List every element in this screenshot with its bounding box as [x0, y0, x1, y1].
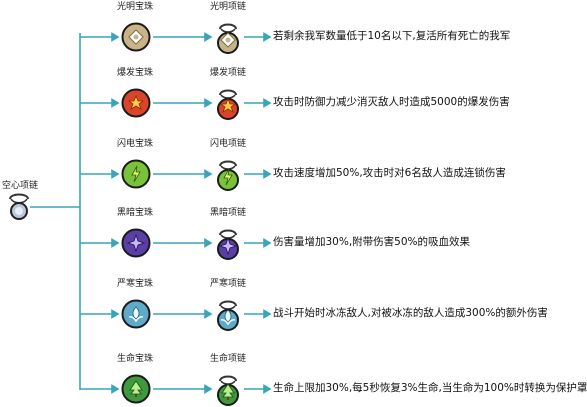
life-necklace-label: 生命项链 [209, 354, 246, 364]
life-effect-description: 生命上限加30%,每5秒恢复3%生命,当生命为100%时转换为保护罩 [273, 382, 587, 394]
life-gem-label: 生命宝珠 [116, 354, 153, 364]
arrow-to-lightning-desc [263, 169, 272, 179]
arrow-to-life-gem [111, 384, 120, 394]
light-gem-label: 光明宝珠 [116, 2, 153, 12]
arrow-to-life-desc [263, 384, 272, 394]
arrow-to-lightning-necklace [204, 169, 213, 179]
root-label: 空心项链 [2, 181, 39, 191]
lightning-effect-description: 攻击速度增加50%,攻击时对6名敌人造成连锁伤害 [273, 167, 506, 179]
empty-necklace-icon [9, 193, 29, 220]
arrow-to-frost-necklace [204, 309, 213, 319]
burst-necklace-icon [217, 89, 239, 120]
arrow-to-light-gem [111, 32, 120, 42]
arrow-to-light-necklace [204, 32, 213, 42]
frost-gem-label: 严寒宝珠 [116, 279, 153, 289]
lightning-necklace-icon [217, 160, 239, 191]
arrow-to-burst-desc [263, 98, 272, 108]
dark-gem-label: 黑暗宝珠 [116, 208, 153, 218]
burst-gem-label: 爆发宝珠 [116, 68, 153, 78]
dark-necklace-label: 黑暗项链 [209, 208, 246, 218]
arrow-to-dark-necklace [204, 238, 213, 248]
arrow-to-frost-gem [111, 309, 120, 319]
light-necklace-icon [217, 23, 239, 54]
frost-necklace-label: 严寒项链 [209, 279, 246, 289]
arrow-to-dark-gem [111, 238, 120, 248]
arrow-to-frost-desc [263, 309, 272, 319]
arrow-to-burst-gem [111, 98, 120, 108]
frost-necklace-icon [217, 300, 239, 331]
frost-icon [121, 299, 151, 329]
burst-effect-description: 攻击时防御力减少消灭敌人时造成5000的爆发伤害 [273, 96, 510, 108]
arrow-to-dark-desc [263, 238, 272, 248]
light-effect-description: 若剩余我军数量低于10名以下,复活所有死亡的我军 [273, 30, 511, 42]
lightning-icon [121, 159, 151, 189]
burst-necklace-label: 爆发项链 [209, 68, 246, 78]
burst-icon [121, 88, 151, 118]
lightning-necklace-label: 闪电项链 [209, 139, 246, 149]
arrow-to-life-necklace [204, 384, 213, 394]
arrow-to-light-desc [263, 32, 272, 42]
sun-icon [121, 22, 151, 52]
arrow-to-lightning-gem [111, 169, 120, 179]
light-necklace-label: 光明项链 [209, 2, 246, 12]
lightning-gem-label: 闪电宝珠 [116, 139, 153, 149]
dark-effect-description: 伤害量增加30%,附带伤害50%的吸血效果 [273, 236, 471, 248]
connector-lines [30, 32, 272, 394]
arrow-to-burst-necklace [204, 98, 213, 108]
frost-effect-description: 战斗开始时冰冻敌人,对被冰冻的敌人造成300%的额外伤害 [273, 307, 548, 319]
tree-icon [121, 374, 151, 404]
dark-star-icon [121, 228, 151, 258]
dark-necklace-icon [217, 229, 239, 260]
life-necklace-icon [217, 375, 239, 406]
